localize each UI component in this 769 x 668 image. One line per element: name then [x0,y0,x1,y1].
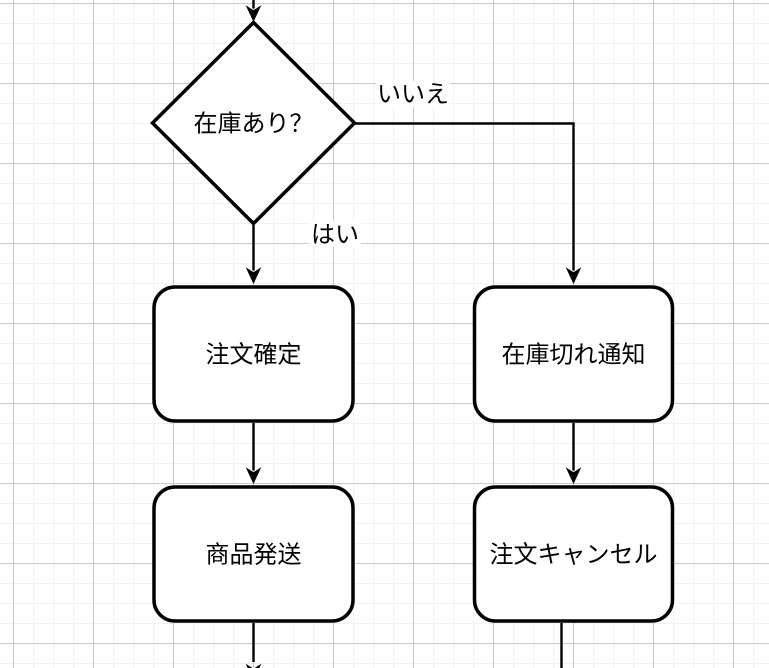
edge-label-no-bg [376,81,450,107]
flow-node-outofstock[interactable]: 在庫切れ通知 [472,285,675,423]
edge-no-line [355,122,575,271]
ship-label: 商品発送 [206,542,302,569]
edge-label-no: いいえ [377,81,449,108]
edge-yes-branch[interactable] [245,224,262,284]
decision-diamond-shape [150,20,357,226]
decision-label: 在庫あり？ [194,111,314,138]
arrowhead-into-ship [245,467,262,484]
flow-node-cancel[interactable]: 注文キャンセル [472,485,675,623]
flow-node-ship[interactable]: 商品発送 [152,485,355,623]
arrowhead-into-cancel [565,467,582,484]
edge-label-yes: はい [311,222,359,249]
outofstock-label: 在庫切れ通知 [502,342,646,369]
edge-ship-outgoing[interactable] [245,623,262,668]
edge-outofstock-to-cancel[interactable] [565,423,582,484]
cancel-label: 注文キャンセル [490,542,658,569]
edge-label-yes-bg [309,221,361,247]
ship-box-shape [152,485,355,623]
arrowhead-into-outofstock [565,267,582,284]
cancel-box-shape [472,485,675,623]
arrowhead-into-confirm [245,267,262,284]
edge-no-branch[interactable] [355,122,582,285]
edge-incoming-top[interactable] [245,0,262,22]
edge-label-yes-group[interactable]: はい [309,221,361,249]
confirm-box-shape [152,285,355,423]
confirm-label: 注文確定 [206,342,302,369]
arrowhead-ship-out-clipped [245,663,262,668]
edge-confirm-to-ship[interactable] [245,423,262,484]
edge-label-no-group[interactable]: いいえ [376,81,450,108]
arrowhead-into-decision [245,5,262,22]
outofstock-box-shape [472,285,675,423]
flow-node-confirm[interactable]: 注文確定 [152,285,355,423]
flow-node-decision[interactable]: 在庫あり？ [150,20,357,226]
